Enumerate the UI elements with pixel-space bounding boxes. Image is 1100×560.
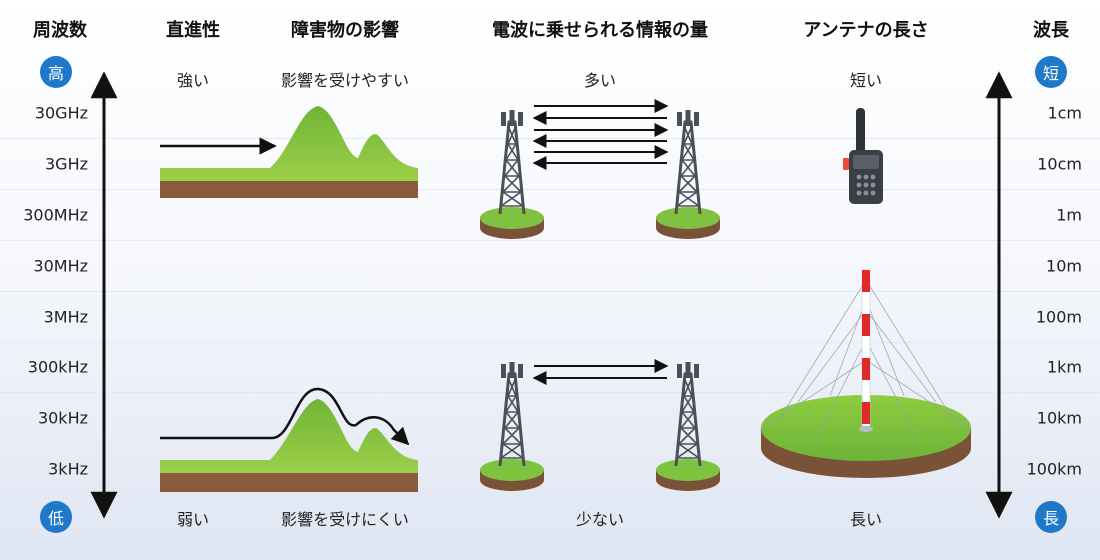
grid-line xyxy=(0,392,1100,393)
walkie-talkie-icon xyxy=(843,108,883,204)
header-straightness: 直進性 xyxy=(166,20,220,41)
antenna-short-label: 短い xyxy=(849,71,883,90)
frequency-label: 3GHz xyxy=(44,154,88,174)
diffracting-wave-arrow xyxy=(160,387,410,446)
obstacle-susceptible-label: 影響を受けやすい xyxy=(280,71,410,90)
transmission-mast-icon xyxy=(759,269,973,478)
straightness-strong-label: 強い xyxy=(176,71,210,90)
frequency-label: 30kHz xyxy=(37,408,88,428)
frequency-label: 30GHz xyxy=(34,103,88,123)
grid-line xyxy=(0,342,1100,343)
frequency-label: 30MHz xyxy=(33,256,88,276)
grid-line xyxy=(0,443,1100,444)
terrain-high-frequency xyxy=(160,106,418,198)
wavelength-long-badge: 長 xyxy=(1035,501,1067,533)
wavelength-short-badge: 短 xyxy=(1035,56,1067,88)
wavelength-label: 10km xyxy=(1036,408,1082,428)
header-frequency: 周波数 xyxy=(33,20,87,41)
grid-line xyxy=(0,291,1100,292)
frequency-label: 300kHz xyxy=(27,357,88,377)
grid-line xyxy=(0,138,1100,139)
grid-line xyxy=(0,189,1100,190)
frequency-high-badge: 高 xyxy=(40,56,72,88)
grid-line xyxy=(0,492,1100,493)
wavelength-label: 1cm xyxy=(1047,103,1082,123)
information-many-label: 多い xyxy=(583,71,617,90)
wavelength-label: 1km xyxy=(1046,357,1082,377)
frequency-low-badge: 低 xyxy=(40,501,72,533)
straightness-weak-label: 弱い xyxy=(176,510,210,529)
information-few-label: 少ない xyxy=(575,510,625,529)
many-signal-arrows xyxy=(532,99,669,170)
header-information-amount: 電波に乗せられる情報の量 xyxy=(492,20,708,41)
grid-line xyxy=(0,240,1100,241)
frequency-label: 3MHz xyxy=(43,307,88,327)
wavelength-label: 10m xyxy=(1046,256,1082,276)
frequency-label: 300MHz xyxy=(23,205,88,225)
wavelength-label: 100m xyxy=(1035,307,1082,327)
header-wavelength: 波長 xyxy=(1033,20,1069,41)
wavelength-label: 100km xyxy=(1026,459,1082,479)
header-obstacle-effect: 障害物の影響 xyxy=(291,20,399,41)
terrain-low-frequency xyxy=(160,387,418,492)
obstacle-resistant-label: 影響を受けにくい xyxy=(281,510,409,529)
few-signal-arrows xyxy=(532,359,669,385)
frequency-label: 3kHz xyxy=(48,459,88,479)
wavelength-label: 1m xyxy=(1056,205,1082,225)
antenna-long-label: 長い xyxy=(849,510,883,529)
wavelength-label: 10cm xyxy=(1037,154,1082,174)
header-antenna-length: アンテナの長さ xyxy=(803,20,929,41)
